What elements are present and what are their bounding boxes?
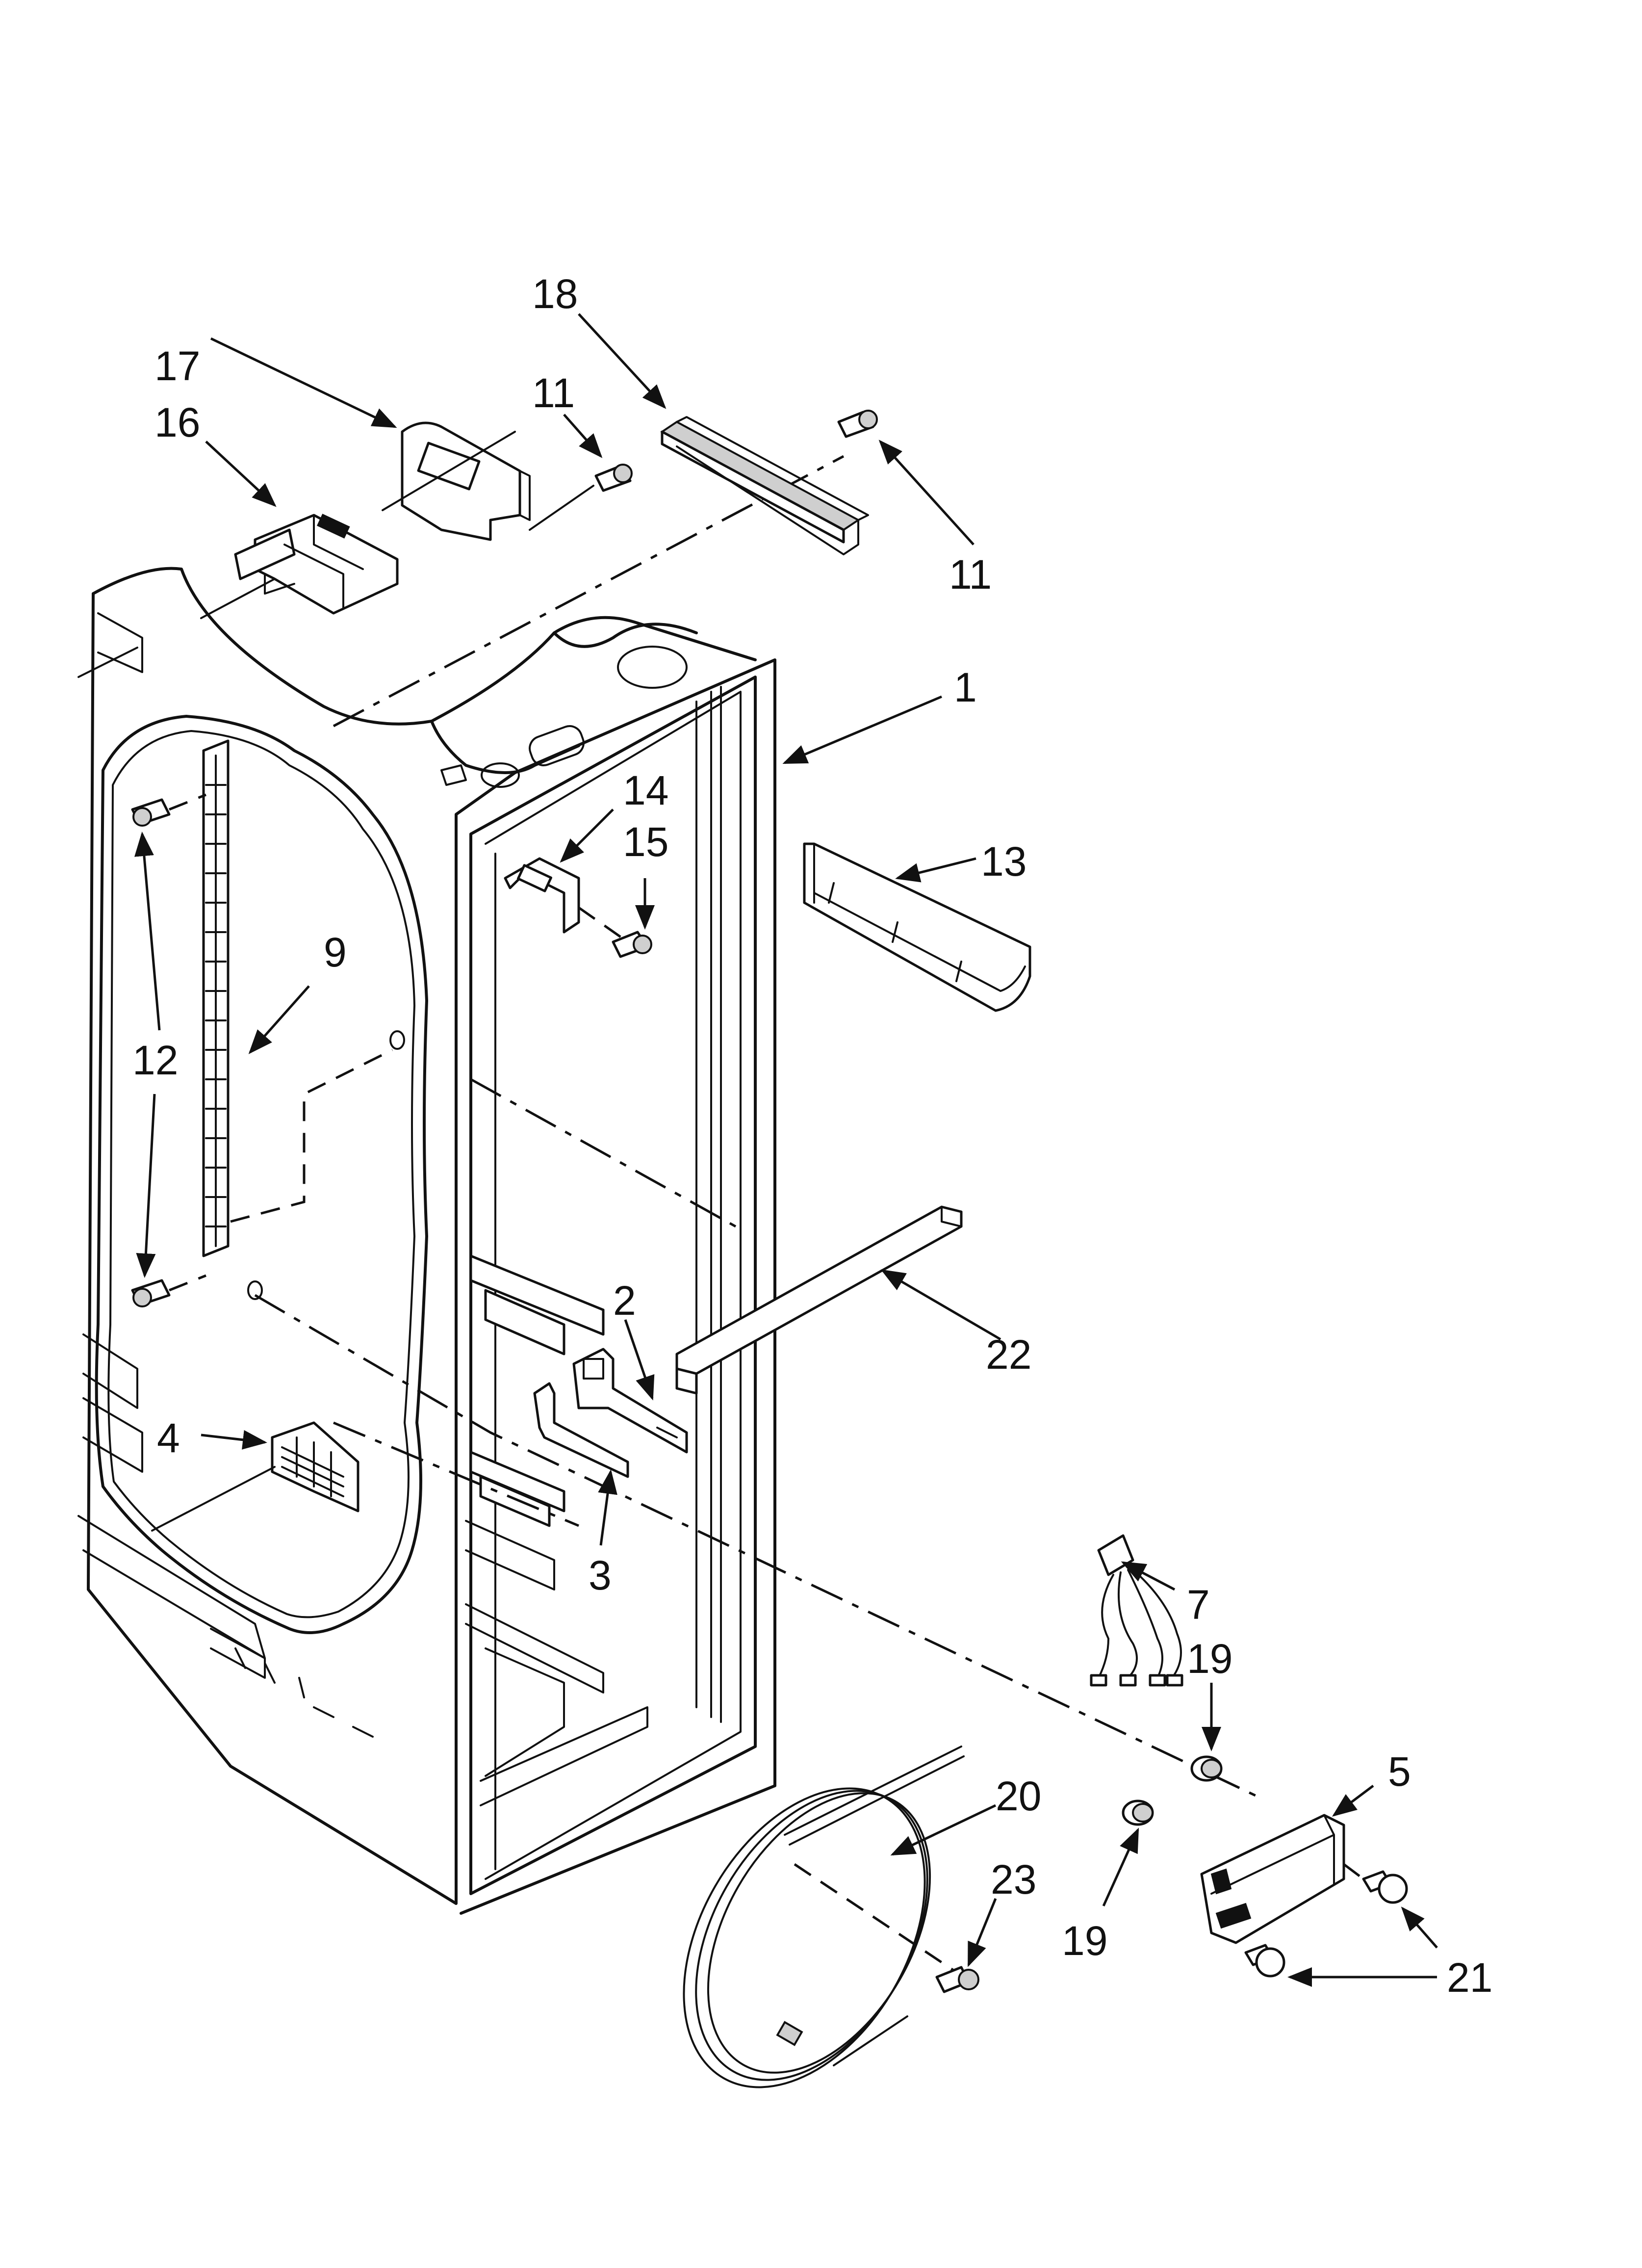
callout-5: 5	[1388, 1748, 1411, 1795]
callout-4: 4	[157, 1415, 180, 1461]
screw-12-upper	[131, 798, 171, 827]
housing-16	[234, 514, 399, 615]
bracket-14	[504, 857, 580, 934]
leader-lines	[134, 313, 1438, 1987]
screw-23	[935, 1966, 979, 1993]
callout-15: 15	[623, 819, 668, 865]
shelf-ladder-9	[202, 739, 405, 1300]
callout-2: 2	[613, 1277, 636, 1324]
screw-11-right	[837, 410, 878, 438]
screw-21-lower	[1244, 1944, 1285, 1978]
bar-22	[675, 1205, 963, 1395]
callout-9: 9	[324, 929, 347, 975]
grommet-19-upper	[1190, 1755, 1223, 1782]
callout-11-right: 11	[949, 551, 992, 598]
callout-16: 16	[154, 399, 200, 445]
rail-18	[660, 416, 869, 555]
callout-23: 23	[991, 1856, 1036, 1903]
callout-22: 22	[986, 1331, 1031, 1378]
callout-17: 17	[154, 343, 200, 389]
duct-13	[803, 842, 1031, 1012]
callout-3: 3	[589, 1552, 612, 1598]
cabinet-liner	[77, 567, 776, 1915]
screw-11-left	[594, 464, 633, 492]
screw-12-lower	[131, 1279, 171, 1307]
screw-15	[612, 931, 652, 958]
housing-5	[1200, 1814, 1345, 1944]
callout-1: 1	[954, 664, 977, 710]
callout-18: 18	[532, 271, 578, 317]
vent-4	[271, 1421, 359, 1512]
callout-20: 20	[996, 1773, 1041, 1819]
shelf-support-rails	[469, 1254, 605, 1527]
callout-7: 7	[1187, 1582, 1210, 1628]
grommet-19-lower	[1122, 1799, 1154, 1826]
callout-11-upper: 11	[532, 370, 575, 416]
callout-19-lower: 19	[1062, 1918, 1107, 1964]
callout-19-upper: 19	[1187, 1636, 1232, 1682]
bracket-17	[401, 421, 531, 541]
callout-12: 12	[132, 1037, 178, 1083]
callout-13: 13	[981, 838, 1026, 885]
bracket-2	[572, 1348, 688, 1454]
callout-21: 21	[1447, 1955, 1492, 2001]
bracket-3	[533, 1382, 629, 1478]
screw-21-upper	[1362, 1870, 1408, 1904]
wire-harness-7	[1090, 1534, 1183, 1687]
tubing-coil-20	[683, 1746, 965, 2088]
callout-14: 14	[623, 767, 668, 813]
